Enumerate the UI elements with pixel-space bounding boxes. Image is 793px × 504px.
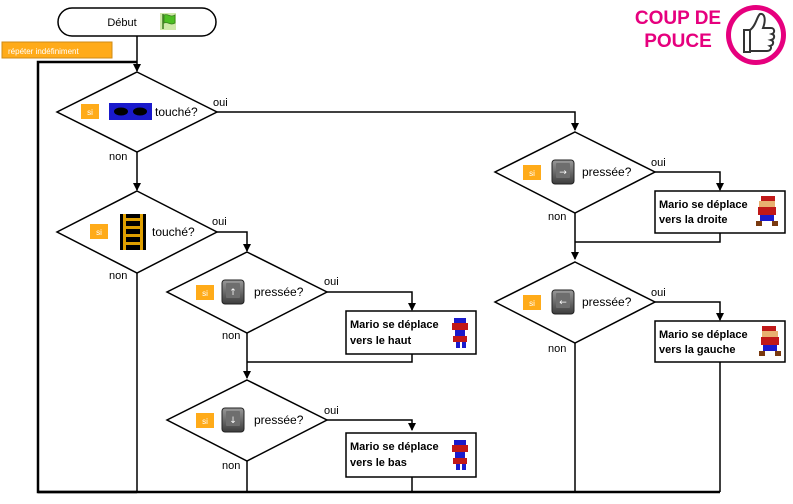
arrow-right-return	[575, 233, 721, 243]
svg-text:↑: ↑	[229, 288, 237, 298]
yes-label: oui	[324, 276, 339, 288]
yes-label: oui	[651, 157, 666, 169]
decision-down-pressed: si ↓ pressée?	[165, 379, 329, 462]
condition-text: pressée?	[582, 295, 632, 309]
up-arrow-key-icon: ↑	[221, 279, 245, 305]
mario-running-right-icon	[756, 196, 778, 226]
start-label: Début	[107, 17, 136, 29]
loop-block: répéter indéfiniment	[1, 41, 113, 59]
yes-label: oui	[324, 405, 339, 417]
condition-text: pressée?	[254, 285, 304, 299]
condition-text: touché?	[155, 105, 198, 119]
svg-text:↓: ↓	[229, 416, 237, 426]
arrow-up-yes	[327, 291, 416, 311]
wall-sprite-icon	[109, 103, 152, 120]
si-block: si	[90, 224, 108, 239]
yes-label: oui	[212, 216, 227, 228]
arrow-right-yes	[655, 171, 724, 191]
svg-text:→: →	[559, 168, 567, 178]
arrow-down-yes	[327, 419, 416, 431]
yes-label: oui	[213, 97, 228, 109]
arrow-wall-yes	[217, 111, 579, 131]
no-label: non	[548, 343, 566, 355]
coup-de-pouce-logo: COUP DE POUCE	[635, 5, 786, 65]
left-arrow-key-icon: ←	[551, 289, 575, 315]
start-node: Début	[57, 7, 217, 37]
condition-text: pressée?	[582, 165, 632, 179]
svg-text:si: si	[529, 169, 535, 178]
svg-text:si: si	[96, 228, 102, 237]
loop-label: répéter indéfiniment	[8, 47, 79, 56]
down-arrow-key-icon: ↓	[221, 407, 245, 433]
svg-text:Mario se déplace: Mario se déplace	[659, 329, 748, 341]
ladder-icon	[120, 214, 146, 250]
right-arrow-key-icon: →	[551, 159, 575, 185]
connectors	[36, 36, 724, 494]
si-block: si	[196, 285, 214, 300]
si-block: si	[81, 104, 99, 119]
svg-text:si: si	[529, 299, 535, 308]
arrow-up-return	[247, 354, 413, 363]
svg-text:si: si	[202, 417, 208, 426]
arrow-left-yes	[655, 301, 724, 321]
svg-text:←: ←	[559, 298, 567, 308]
decision-right-pressed: si → pressée?	[493, 131, 657, 214]
svg-text:Mario se déplace: Mario se déplace	[350, 441, 439, 453]
no-label: non	[109, 270, 127, 282]
action-move-left: Mario se déplace vers la gauche	[654, 320, 786, 363]
svg-text:si: si	[87, 108, 93, 117]
svg-text:vers le bas: vers le bas	[350, 457, 407, 469]
logo-line1: COUP DE	[635, 8, 721, 29]
svg-text:vers le haut: vers le haut	[350, 335, 411, 347]
decision-wall-touched: si touché?	[55, 71, 219, 153]
no-label: non	[222, 460, 240, 472]
no-label: non	[109, 151, 127, 163]
decision-ladder-touched: si touché?	[55, 190, 219, 274]
action-move-right: Mario se déplace vers la droite	[654, 190, 786, 234]
no-label: non	[222, 330, 240, 342]
yes-label: oui	[651, 287, 666, 299]
decision-up-pressed: si ↑ pressée?	[165, 251, 329, 334]
si-block: si	[196, 413, 214, 428]
decision-left-pressed: si ← pressée?	[493, 261, 657, 344]
action-move-up: Mario se déplace vers le haut	[345, 310, 477, 355]
mario-running-left-icon	[759, 326, 781, 356]
action-move-down: Mario se déplace vers le bas	[345, 432, 477, 478]
mario-climbing-icon	[452, 440, 468, 470]
green-flag-icon	[160, 13, 176, 30]
arrow-ladder-yes	[217, 231, 251, 252]
svg-text:Mario se déplace: Mario se déplace	[350, 319, 439, 331]
no-label: non	[548, 211, 566, 223]
thumbs-up-icon	[726, 5, 786, 65]
svg-text:vers la gauche: vers la gauche	[659, 344, 735, 356]
si-block: si	[523, 165, 541, 180]
svg-text:Mario se déplace: Mario se déplace	[659, 199, 748, 211]
svg-text:si: si	[202, 289, 208, 298]
si-block: si	[523, 295, 541, 310]
condition-text: pressée?	[254, 413, 304, 427]
mario-climbing-icon	[452, 318, 468, 348]
logo-line2: POUCE	[644, 31, 712, 52]
svg-text:vers la droite: vers la droite	[659, 214, 727, 226]
condition-text: touché?	[152, 225, 195, 239]
